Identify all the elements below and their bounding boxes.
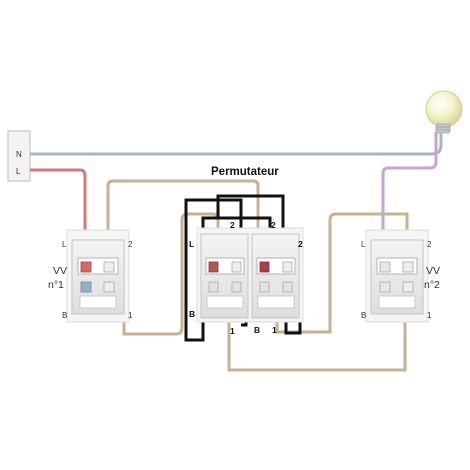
switch-vv2: L 2 B 1 bbox=[361, 229, 432, 323]
traveller-wire-vv2-top bbox=[275, 212, 409, 334]
perm-left-top-label: 2 bbox=[230, 220, 235, 230]
vv2-label-1: 1 bbox=[427, 311, 432, 320]
vv2-label-2: 2 bbox=[427, 240, 432, 249]
vv2-label-L: L bbox=[361, 240, 366, 249]
permutateur-title: Permutateur bbox=[211, 166, 279, 178]
neutral-terminal-label: N bbox=[16, 150, 22, 159]
perm-left-L-label: L bbox=[189, 239, 194, 249]
perm-right-top-label: 2 bbox=[271, 220, 276, 230]
vv1-label-L: L bbox=[62, 240, 67, 249]
terminal-L-icon bbox=[80, 261, 92, 273]
vv2-label-B: B bbox=[361, 311, 366, 320]
vv1-label-1: 1 bbox=[128, 311, 133, 320]
lamp-return-wire bbox=[381, 132, 438, 258]
traveller-wire-vv1-top bbox=[106, 179, 260, 258]
switch-vv1: L 2 B 1 bbox=[62, 229, 133, 323]
live-wire bbox=[30, 168, 87, 258]
perm-right-2-label: 2 bbox=[298, 239, 303, 249]
bulb-icon bbox=[425, 90, 463, 128]
vv1-name-line2: n°1 bbox=[48, 279, 64, 291]
permutateur-switch bbox=[196, 227, 304, 323]
supply-box: N L bbox=[7, 130, 31, 182]
vv1-label-B: B bbox=[62, 311, 67, 320]
bulb-socket bbox=[435, 123, 451, 134]
neutral-wire bbox=[30, 132, 443, 156]
perm-left-B-label: B bbox=[189, 309, 195, 319]
vv2-name-line2: n°2 bbox=[424, 279, 440, 291]
perm-right-B-label: B bbox=[254, 325, 260, 335]
lamp bbox=[425, 90, 463, 134]
vv1-label-2: 2 bbox=[128, 240, 133, 249]
vv1-name-line1: VV bbox=[53, 265, 67, 277]
live-terminal-label: L bbox=[16, 167, 21, 176]
traveller-wire-vv2-bottom bbox=[227, 306, 407, 372]
vv2-name-line1: VV bbox=[426, 265, 440, 277]
perm-left-1-label: 1 bbox=[230, 326, 235, 336]
perm-right-1-label: 1 bbox=[272, 325, 277, 335]
